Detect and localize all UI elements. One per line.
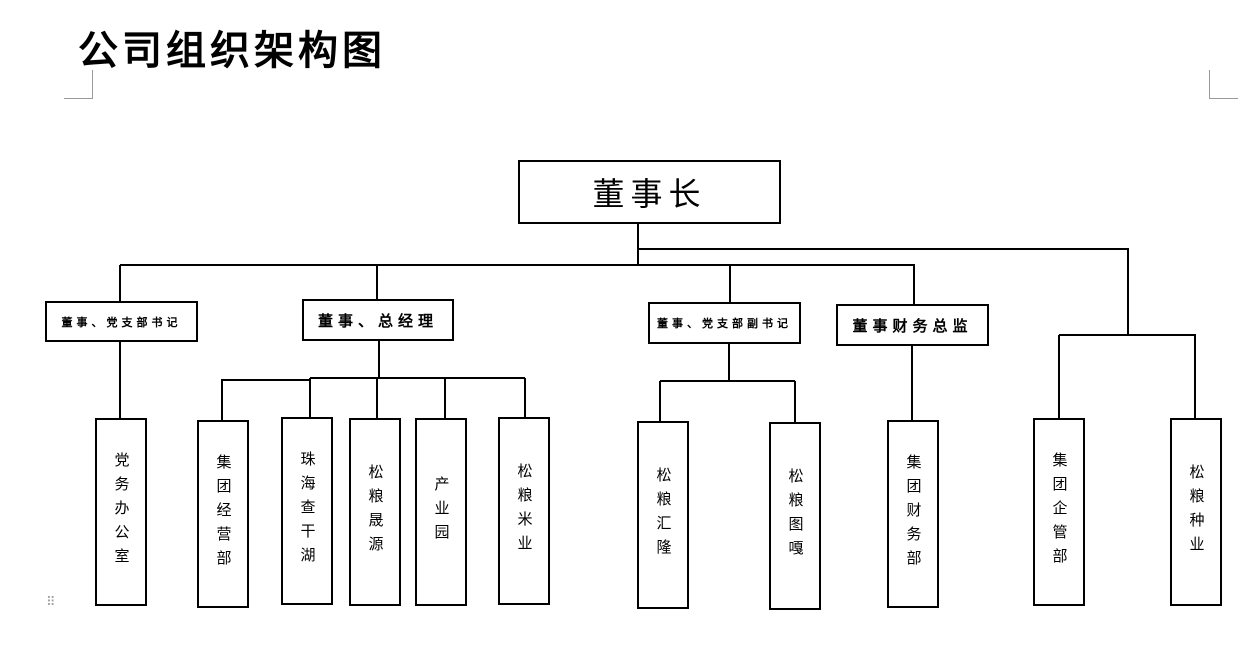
node-group-operations-label: 集团经营部 bbox=[214, 454, 233, 574]
node-party-deputy-secretary: 董事、党支部副书记 bbox=[648, 302, 801, 344]
node-songliang-seed-label: 松粮种业 bbox=[1187, 464, 1206, 560]
node-finance-director-label: 董事财务总监 bbox=[852, 316, 973, 335]
node-finance-director: 董事财务总监 bbox=[836, 304, 989, 346]
drag-handle-icon[interactable]: ⠿ bbox=[46, 595, 57, 610]
crop-mark-top-left bbox=[64, 70, 93, 99]
node-general-manager-label: 董事、总经理 bbox=[317, 311, 438, 330]
node-party-office-label: 党务办公室 bbox=[112, 452, 131, 572]
node-zhuhai-chaganhu: 珠海查干湖 bbox=[281, 417, 333, 605]
node-party-secretary-label: 董事、党支部书记 bbox=[61, 315, 182, 329]
node-group-enterprise-mgmt: 集团企管部 bbox=[1033, 418, 1085, 606]
node-songliang-huilong-label: 松粮汇隆 bbox=[654, 467, 673, 563]
node-songliang-tuga-label: 松粮图嘎 bbox=[786, 468, 805, 564]
node-songliang-rice-label: 松粮米业 bbox=[515, 463, 534, 559]
node-songliang-tuga: 松粮图嘎 bbox=[769, 422, 821, 610]
node-chairman-label: 董事长 bbox=[592, 175, 707, 213]
node-songliang-huilong: 松粮汇隆 bbox=[637, 421, 689, 609]
node-songliang-seed: 松粮种业 bbox=[1170, 418, 1222, 606]
node-group-operations: 集团经营部 bbox=[197, 420, 249, 608]
crop-mark-top-right bbox=[1209, 70, 1238, 99]
node-songliang-shengyuan-label: 松粮晟源 bbox=[366, 464, 385, 560]
page-title: 公司组织架构图 bbox=[78, 28, 386, 74]
node-chairman: 董事长 bbox=[518, 160, 781, 224]
node-group-enterprise-mgmt-label: 集团企管部 bbox=[1050, 452, 1069, 572]
node-industrial-park-label: 产业园 bbox=[432, 476, 451, 548]
node-group-finance: 集团财务部 bbox=[887, 420, 939, 608]
node-industrial-park: 产业园 bbox=[415, 418, 467, 606]
node-party-office: 党务办公室 bbox=[95, 418, 147, 606]
node-group-finance-label: 集团财务部 bbox=[904, 454, 923, 574]
node-party-deputy-secretary-label: 董事、党支部副书记 bbox=[657, 317, 792, 330]
node-zhuhai-chaganhu-label: 珠海查干湖 bbox=[298, 451, 317, 571]
node-songliang-shengyuan: 松粮晟源 bbox=[349, 418, 401, 606]
node-songliang-rice: 松粮米业 bbox=[498, 417, 550, 605]
node-party-secretary: 董事、党支部书记 bbox=[45, 301, 198, 342]
node-general-manager: 董事、总经理 bbox=[302, 299, 454, 341]
